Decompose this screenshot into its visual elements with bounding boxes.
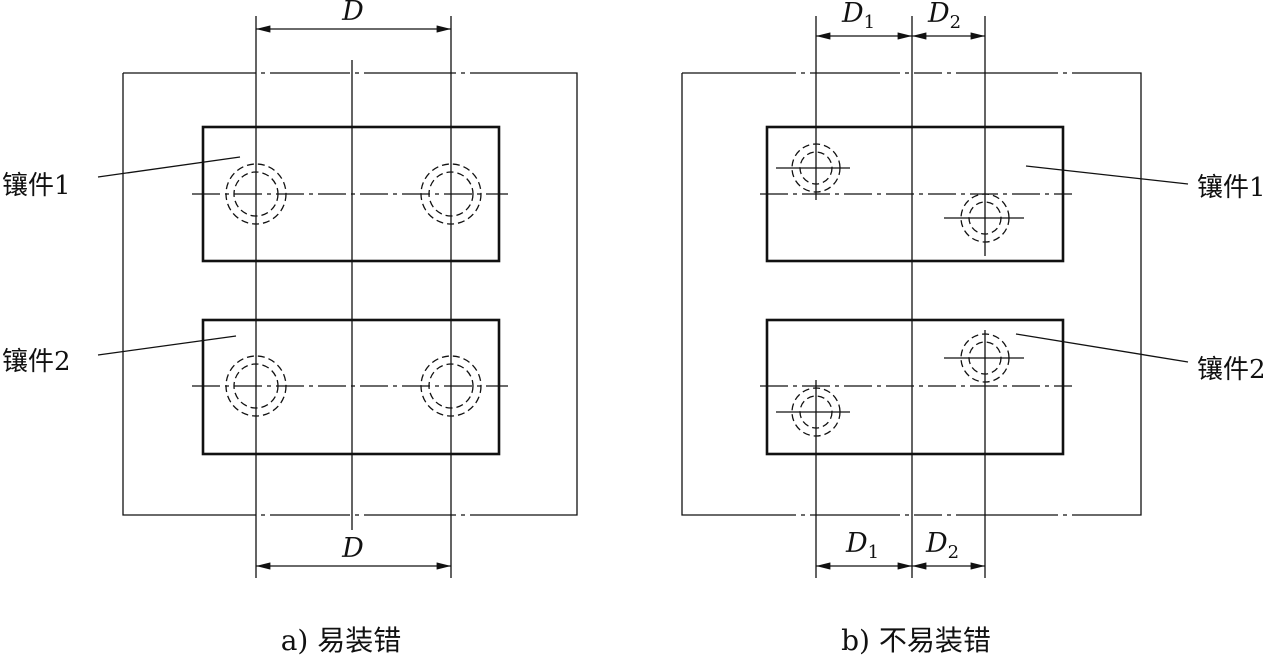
panel-a-hole: [225, 355, 287, 417]
panel-a-label-insert-1: 镶件1: [2, 171, 71, 201]
panel-b-dimension-bottom-d1-label: D1: [845, 528, 879, 563]
panel-a-insert-2: [201, 318, 501, 456]
panel-b-caption: b) 不易装错: [841, 624, 991, 657]
panel-a-leader-insert-2: [97, 335, 237, 356]
panel-a-hole: [420, 163, 482, 225]
panel-b-label-insert-2: 镶件2: [1197, 355, 1266, 385]
panel-b-leader-insert-2: [1015, 333, 1189, 363]
panel-b-leader-insert-1: [1025, 165, 1189, 185]
panel-b-hole: [776, 143, 850, 193]
panel-a-leader-insert-1: [97, 156, 241, 178]
panel-b-dimension-bottom-d2-label: D2: [925, 528, 959, 563]
panel-b: D1 D2 D1 D2 镶件1 镶件2 b) 不易装错: [681, 0, 1266, 657]
panel-b-insert-2: [765, 318, 1065, 456]
panel-b-hole: [776, 387, 850, 437]
panel-b-hole: [944, 333, 1024, 383]
panel-a-frame: [122, 72, 578, 516]
panel-a-dimension-bottom-label: D: [341, 533, 364, 564]
panel-a-hole: [420, 355, 482, 417]
panel-a: D D 镶件1 镶件2 a) 易装错: [2, 0, 578, 657]
panel-b-label-insert-1: 镶件1: [1197, 173, 1266, 203]
panel-a-hole: [225, 163, 287, 225]
panel-b-hole: [944, 193, 1024, 243]
panel-b-dimension-top-d1-label: D1: [841, 0, 875, 33]
panel-a-dimension-top-label: D: [341, 0, 364, 27]
panel-b-frame: [681, 72, 1142, 516]
panel-a-label-insert-2: 镶件2: [2, 347, 71, 377]
panel-a-caption: a) 易装错: [281, 624, 402, 657]
panel-b-dimension-top-d2-label: D2: [927, 0, 961, 33]
